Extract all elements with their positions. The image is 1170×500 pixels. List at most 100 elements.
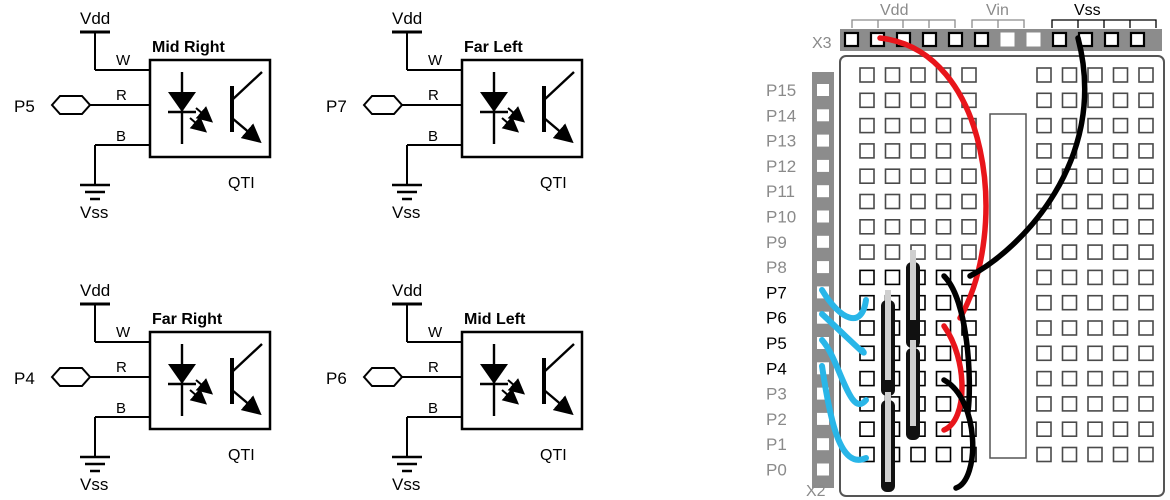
breadboard-hole	[935, 92, 952, 109]
x3-socket	[1129, 31, 1146, 48]
breadboard-hole	[1036, 294, 1052, 311]
pin-label: P7	[326, 97, 347, 116]
breadboard-hole	[884, 67, 901, 83]
breadboard-hole	[910, 193, 926, 210]
breadboard-hole	[1036, 269, 1052, 286]
breadboard-hole	[910, 92, 926, 109]
x3-socket	[843, 31, 860, 48]
breadboard-hole	[910, 143, 926, 159]
breadboard-hole	[961, 193, 977, 210]
b-label: B	[116, 400, 126, 417]
pin-socket	[817, 134, 829, 147]
jumper-pin	[910, 250, 916, 320]
breadboard-hole	[1112, 193, 1129, 210]
vdd-wires	[877, 35, 989, 433]
breadboard-hole	[1036, 67, 1052, 83]
pin-label-p4: P4	[766, 359, 787, 378]
breadboard-hole	[935, 219, 952, 235]
breadboard-hole	[1112, 396, 1129, 412]
breadboard-hole	[859, 143, 875, 159]
vdd-label: Vdd	[392, 9, 422, 28]
sensor-title: Mid Right	[152, 39, 226, 56]
part-label: QTI	[540, 175, 567, 192]
breadboard-hole	[1036, 396, 1052, 412]
breadboard-hole	[1036, 320, 1052, 336]
vdd-label: Vdd	[80, 9, 110, 28]
breadboard-hole	[1087, 370, 1103, 387]
breadboard-hole	[1036, 143, 1052, 159]
qti-schematic-mid-left: Vdd Mid Left W R B P6 QTI Vss	[326, 281, 582, 494]
breadboard-hole	[1138, 396, 1154, 412]
breadboard-hole	[859, 219, 875, 235]
part-label: QTI	[228, 447, 255, 464]
breadboard-hole	[1087, 446, 1103, 463]
breadboard-hole	[1112, 244, 1129, 260]
breadboard-hole	[1112, 294, 1129, 311]
pin-socket	[817, 109, 829, 122]
breadboard-hole	[1036, 244, 1052, 260]
breadboard: Vdd Vin Vss X3 P15P14P13P12P11P10P9P8P7P…	[766, 2, 1165, 500]
pin-label-p2: P2	[766, 410, 787, 429]
r-label: R	[116, 359, 127, 376]
breadboard-hole	[884, 92, 901, 109]
breadboard-hole	[1087, 396, 1103, 412]
breadboard-hole	[1112, 421, 1129, 438]
breadboard-hole	[1036, 421, 1052, 438]
pin-label-p15: P15	[766, 81, 796, 100]
part-label: QTI	[228, 175, 255, 192]
qti-schematic-far-right: Vdd Far Right W R B P4 QTI Vss	[14, 281, 270, 494]
w-label: W	[116, 52, 131, 69]
breadboard-hole	[1112, 446, 1129, 463]
breadboard-hole	[961, 219, 977, 235]
breadboard-hole	[1087, 320, 1103, 336]
pin-label: P6	[326, 369, 347, 388]
breadboard-hole	[1061, 219, 1078, 235]
x3-socket	[1000, 32, 1015, 47]
pin-label-p11: P11	[766, 182, 795, 201]
breadboard-hole	[1138, 193, 1154, 210]
breadboard-hole	[884, 117, 901, 134]
r-label: R	[428, 359, 439, 376]
breadboard-hole	[1087, 244, 1103, 260]
pin-socket	[817, 159, 829, 172]
breadboard-hole	[1087, 193, 1103, 210]
breadboard-hole	[935, 193, 952, 210]
b-label: B	[116, 128, 126, 145]
pin-socket	[817, 235, 829, 248]
breadboard-hole	[1112, 143, 1129, 159]
breadboard-hole	[1138, 67, 1154, 83]
vss-label: Vss	[80, 475, 108, 494]
pin-label-p8: P8	[766, 258, 787, 277]
breadboard-hole	[1112, 168, 1129, 184]
header-vss-label: Vss	[1074, 2, 1101, 19]
part-label: QTI	[540, 447, 567, 464]
breadboard-hole	[1061, 244, 1078, 260]
breadboard-hole	[1061, 269, 1078, 286]
breadboard-hole	[1087, 345, 1103, 362]
breadboard-hole	[1087, 219, 1103, 235]
pin-label-p1: P1	[766, 435, 787, 454]
x3-socket	[1103, 31, 1120, 48]
pin-label-p12: P12	[766, 157, 796, 176]
breadboard-hole	[1138, 320, 1154, 336]
w-label: W	[116, 324, 131, 341]
x3-socket	[1026, 32, 1041, 47]
pin-label-p0: P0	[766, 461, 787, 480]
breadboard-hole	[910, 67, 926, 83]
breadboard-hole	[1138, 244, 1154, 260]
r-label: R	[116, 87, 127, 104]
pin-socket	[817, 84, 829, 96]
vdd-label: Vdd	[392, 281, 422, 300]
vss-label: Vss	[392, 475, 420, 494]
breadboard-hole	[1138, 92, 1154, 109]
breadboard-hole	[1087, 143, 1103, 159]
pin-label-p3: P3	[766, 385, 787, 404]
pin-socket	[817, 438, 829, 451]
jumper-pin	[885, 290, 891, 380]
breadboard-hole	[1138, 294, 1154, 311]
breadboard-hole	[1087, 421, 1103, 438]
breadboard-hole	[1112, 219, 1129, 235]
jumper-pin	[885, 392, 891, 482]
pin-label: P5	[14, 97, 35, 116]
